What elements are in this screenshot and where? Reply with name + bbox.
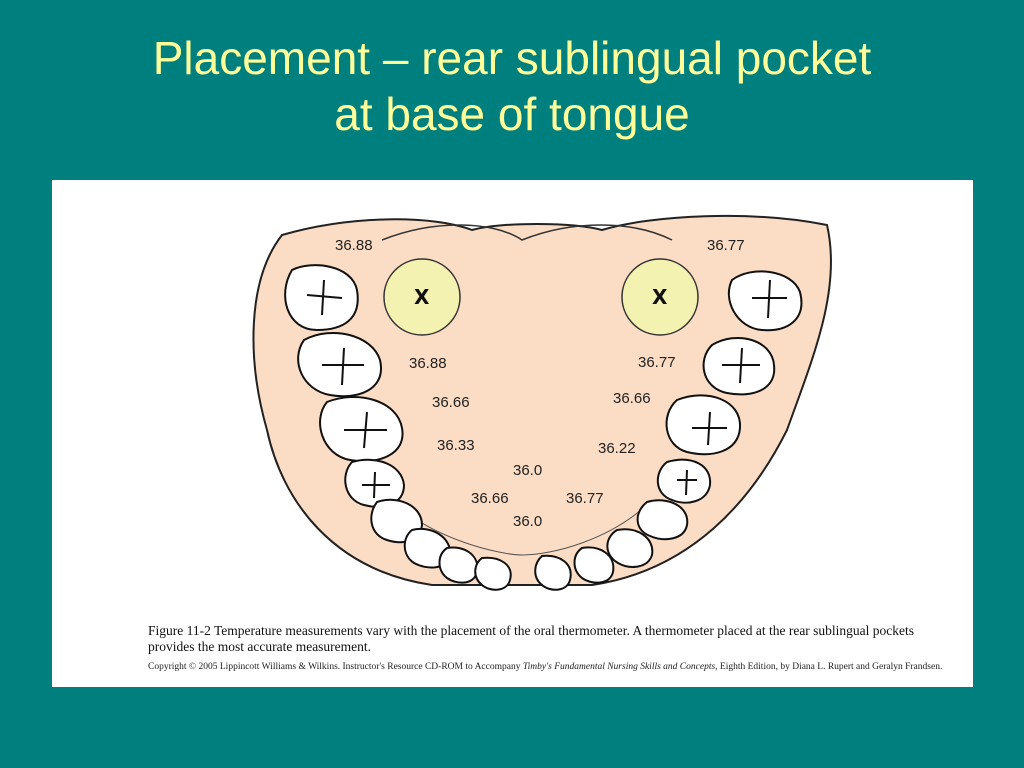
figure-panel: X X [52,180,973,687]
title-line-2: at base of tongue [334,88,690,140]
copyright-pre: Copyright © 2005 Lippincott Williams & W… [148,662,523,672]
reading-right-3: 36.22 [598,440,636,457]
reading-left-back-corner: 36.88 [335,237,373,254]
tooth [438,546,479,584]
reading-left-3: 36.33 [437,437,475,454]
tooth [727,270,803,332]
tooth-fissures [306,279,787,499]
right-sublingual-pocket [621,258,699,336]
tooth [702,336,776,396]
figure-caption: Figure 11-2 Temperature measurements var… [148,623,915,654]
mouth-diagram: X X [252,214,832,591]
left-pocket-mark: X [414,285,430,309]
tongue-arch [381,224,673,241]
slide-title: Placement – rear sublingual pocket at ba… [0,30,1024,142]
reading-left-1: 36.88 [409,355,447,372]
reading-right-2: 36.66 [613,390,651,407]
reading-right-1: 36.77 [638,354,676,371]
reading-right-back-corner: 36.77 [707,237,745,254]
tooth [636,499,689,541]
reading-center-bottom: 36.0 [513,513,542,530]
reading-front-right: 36.77 [566,490,604,507]
tooth [403,527,452,569]
tooth [474,556,512,591]
left-sublingual-pocket [383,258,461,336]
copyright-notice: Copyright © 2005 Lippincott Williams & W… [148,662,948,673]
reading-left-2: 36.66 [432,394,470,411]
right-pocket-mark: X [652,285,668,309]
right-teeth [534,270,803,591]
tooth [656,458,712,504]
inner-arch [391,499,653,556]
title-line-1: Placement – rear sublingual pocket [152,32,872,84]
tooth [534,554,572,591]
tooth [665,394,742,456]
tooth [284,264,359,332]
reading-center-top: 36.0 [513,462,542,479]
reading-front-left: 36.66 [471,490,509,507]
copyright-book-title: Timby's Fundamental Nursing Skills and C… [522,662,716,672]
tooth [606,528,654,568]
tooth [573,546,615,584]
copyright-post: , Eighth Edition, by Diana L. Rupert and… [715,662,943,672]
